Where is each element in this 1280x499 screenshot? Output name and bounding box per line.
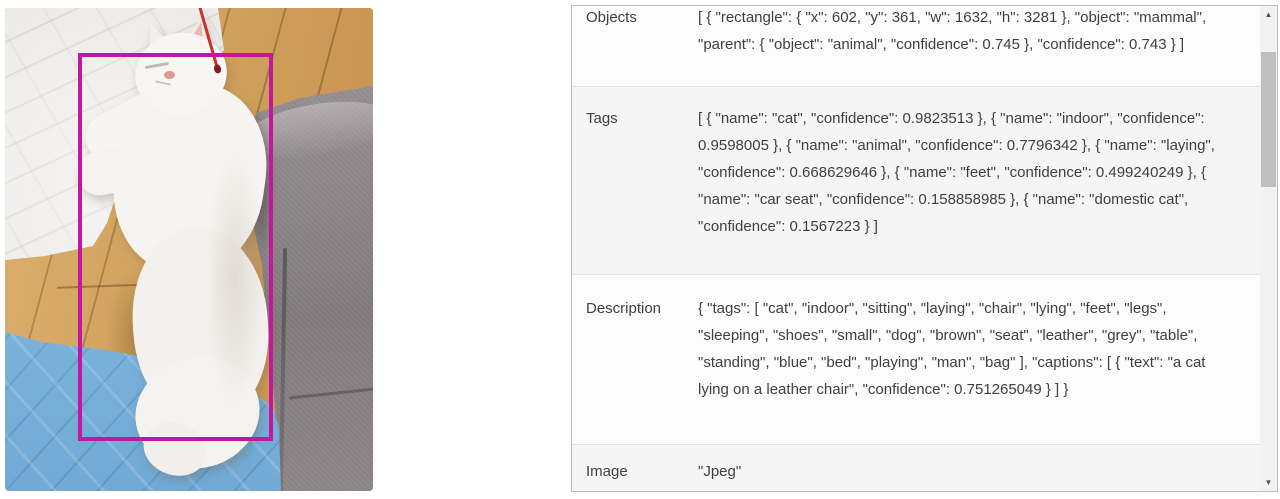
table-row-description: Description { "tags": [ "cat", "indoor",… xyxy=(572,274,1260,444)
row-value: { "tags": [ "cat", "indoor", "sitting", … xyxy=(698,300,1206,398)
table-row-tags: Tags [ { "name": "cat", "confidence": 0.… xyxy=(572,86,1260,274)
row-value: [ { "rectangle": { "x": 602, "y": 361, "… xyxy=(698,9,1207,53)
table-row-image: Image "Jpeg" xyxy=(572,444,1260,491)
row-label: Image xyxy=(586,463,628,480)
detection-bounding-box xyxy=(78,53,273,441)
results-table: Objects [ { "rectangle": { "x": 602, "y"… xyxy=(572,6,1260,491)
row-label: Objects xyxy=(586,9,637,26)
row-value: "Jpeg" xyxy=(698,463,742,480)
scroll-up-arrow-icon[interactable]: ▲ xyxy=(1260,6,1277,23)
analyzed-photo xyxy=(5,8,373,491)
white-cat xyxy=(5,8,373,491)
cat-nose xyxy=(164,71,175,79)
analysis-results-panel: Objects [ { "rectangle": { "x": 602, "y"… xyxy=(571,5,1278,492)
scroll-down-arrow-icon[interactable]: ▼ xyxy=(1260,474,1277,491)
vertical-scrollbar[interactable]: ▲ ▼ xyxy=(1260,6,1277,491)
cat-fur-shading xyxy=(205,148,265,408)
row-label: Tags xyxy=(586,110,618,127)
row-label: Description xyxy=(586,300,662,317)
table-row-objects: Objects [ { "rectangle": { "x": 602, "y"… xyxy=(572,6,1260,86)
scrollbar-thumb[interactable] xyxy=(1261,52,1276,187)
row-value: [ { "name": "cat", "confidence": 0.98235… xyxy=(698,110,1215,235)
